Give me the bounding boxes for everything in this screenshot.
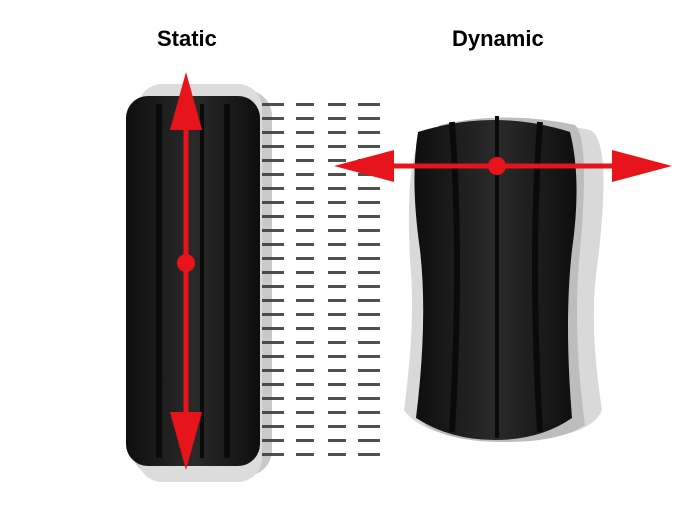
arrowhead-left-icon bbox=[334, 150, 394, 182]
arrowhead-right-icon bbox=[612, 150, 672, 182]
dynamic-center-dot bbox=[488, 157, 506, 175]
dynamic-arrow bbox=[334, 150, 672, 182]
arrowhead-down-icon bbox=[170, 412, 202, 470]
static-label: Static bbox=[157, 26, 217, 51]
static-tire bbox=[126, 96, 386, 466]
static-arrow bbox=[170, 72, 202, 470]
static-center-dot bbox=[177, 254, 195, 272]
arrowhead-up-icon bbox=[170, 72, 202, 130]
dynamic-label: Dynamic bbox=[452, 26, 544, 51]
